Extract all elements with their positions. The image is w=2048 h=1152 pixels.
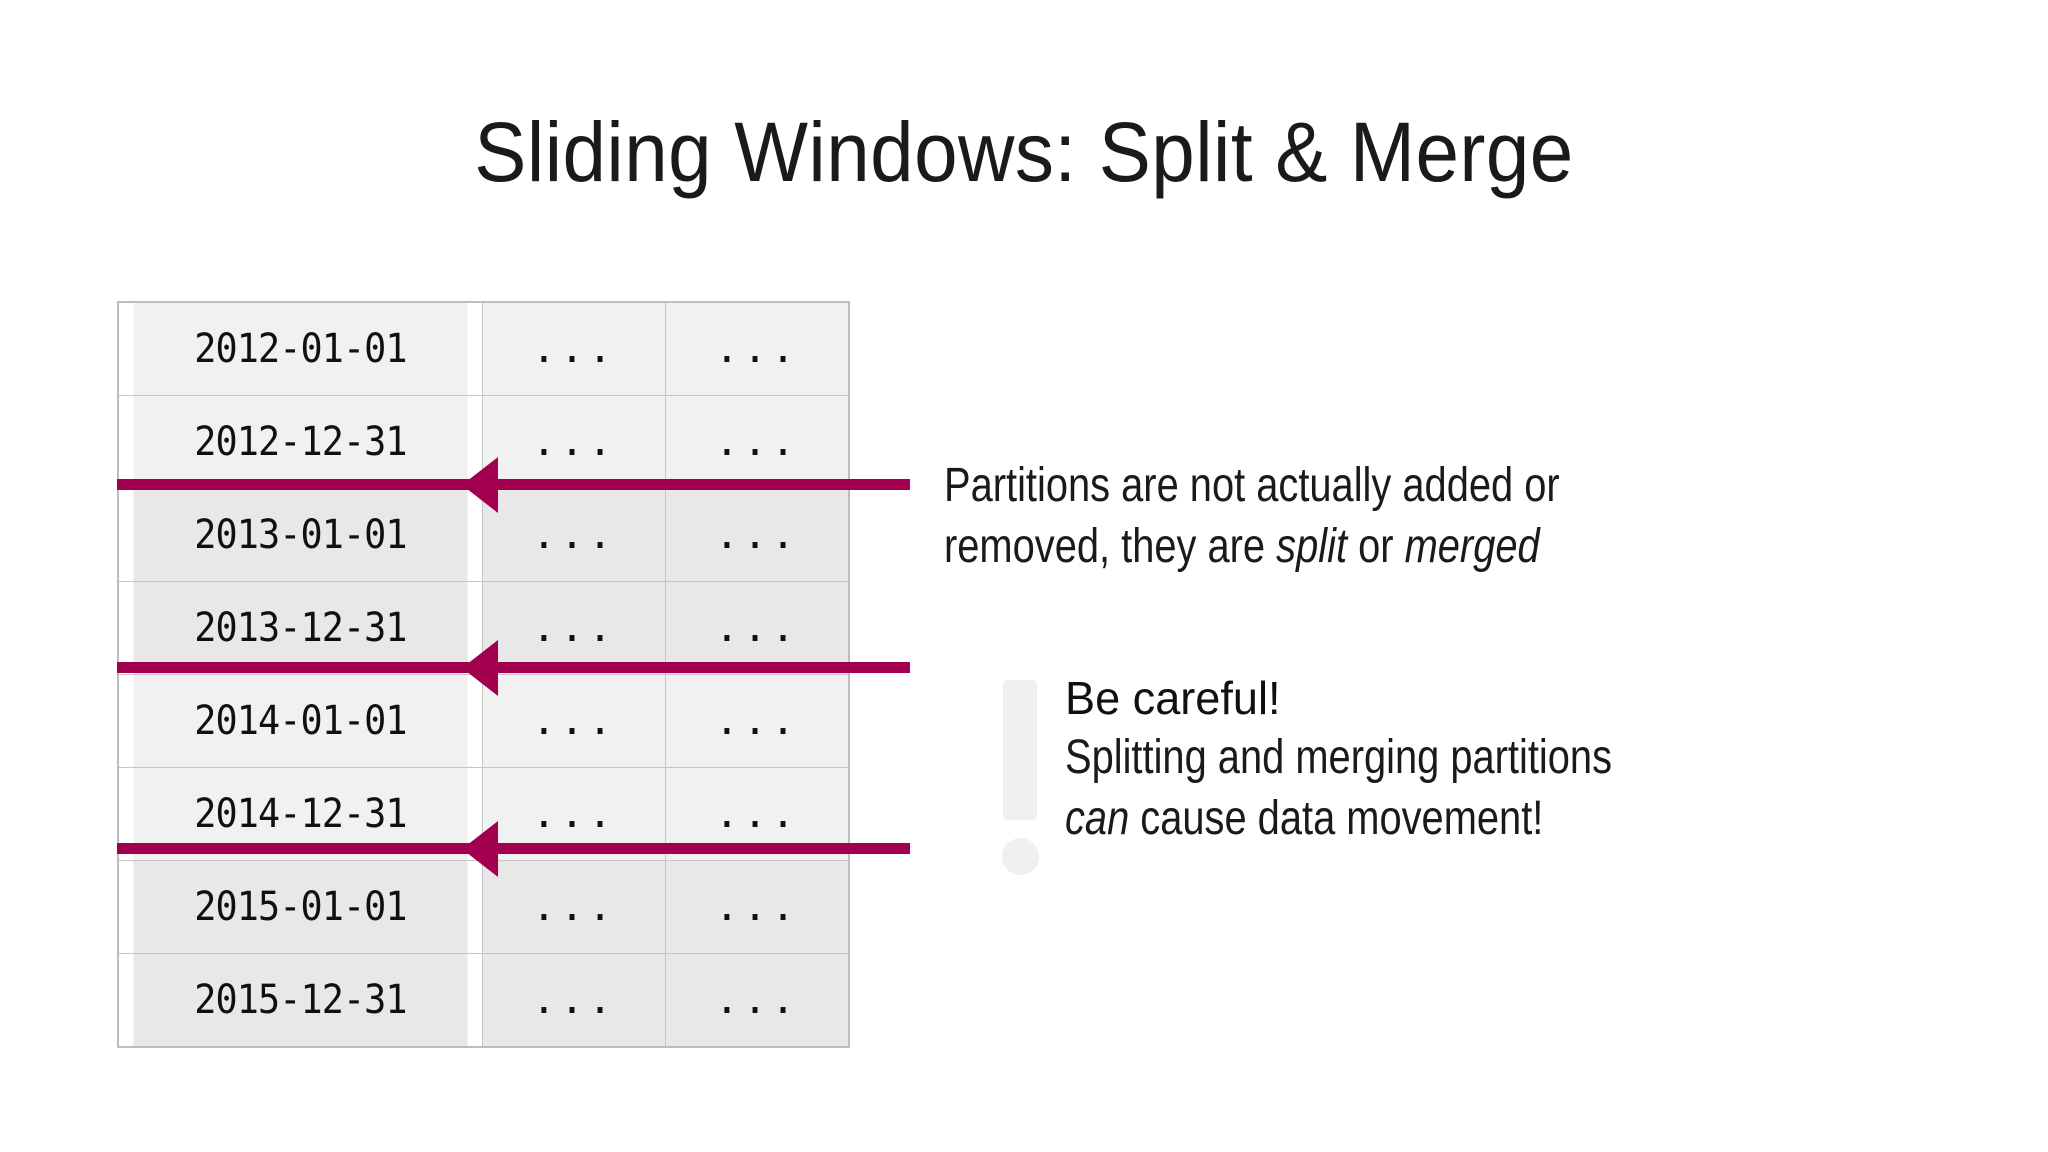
warning-callout-title: Be careful! bbox=[1065, 672, 1281, 724]
table-row[interactable]: 2015-12-31 ... ... bbox=[118, 953, 850, 1048]
table-row[interactable]: 2014-12-31 ... ... bbox=[118, 767, 850, 861]
note-line-2-mid: or bbox=[1347, 520, 1405, 574]
callout-emphasis-can: can bbox=[1065, 792, 1130, 846]
partition-cell-ellipsis: ... bbox=[665, 860, 850, 954]
partition-cell-ellipsis: ... bbox=[482, 767, 666, 861]
partition-cell-ellipsis: ... bbox=[665, 953, 850, 1048]
partition-cell-ellipsis: ... bbox=[482, 674, 666, 768]
partition-table-body: 2012-01-01 ... ... 2012-12-31 ... ... 20… bbox=[118, 301, 850, 1048]
partition-boundary-date: 2014-01-01 bbox=[132, 674, 469, 768]
partition-cell-ellipsis: ... bbox=[665, 301, 850, 396]
note-emphasis-split: split bbox=[1276, 520, 1348, 574]
warning-callout: Be careful! Splitting and merging partit… bbox=[995, 672, 1895, 902]
partition-table: 2012-01-01 ... ... 2012-12-31 ... ... 20… bbox=[117, 301, 850, 1048]
partition-note: Partitions are not actually added or rem… bbox=[944, 455, 1724, 578]
partition-boundary-date: 2015-01-01 bbox=[132, 860, 469, 954]
partition-boundary-date: 2012-01-01 bbox=[132, 301, 469, 396]
partition-cell-ellipsis: ... bbox=[482, 395, 666, 489]
partition-cell-ellipsis: ... bbox=[665, 767, 850, 861]
partition-boundary-date: 2013-12-31 bbox=[132, 581, 469, 675]
warning-callout-text: Splitting and merging partitions can cau… bbox=[1065, 727, 1878, 850]
partition-cell-ellipsis: ... bbox=[482, 581, 666, 675]
table-row[interactable]: 2014-01-01 ... ... bbox=[118, 674, 850, 768]
table-row[interactable]: 2012-01-01 ... ... bbox=[118, 301, 850, 396]
exclamation-mark-icon bbox=[995, 672, 1051, 892]
note-emphasis-merged: merged bbox=[1404, 520, 1540, 574]
partition-cell-ellipsis: ... bbox=[482, 301, 666, 396]
partition-cell-ellipsis: ... bbox=[482, 953, 666, 1048]
partition-cell-ellipsis: ... bbox=[665, 395, 850, 489]
partition-boundary-date: 2014-12-31 bbox=[132, 767, 469, 861]
table-row[interactable]: 2015-01-01 ... ... bbox=[118, 860, 850, 954]
exclamation-bar bbox=[1003, 680, 1037, 820]
table-row[interactable]: 2013-01-01 ... ... bbox=[118, 488, 850, 582]
partition-cell-ellipsis: ... bbox=[665, 674, 850, 768]
callout-line-2-rest: cause data movement! bbox=[1129, 792, 1544, 846]
note-line-2-prefix: removed, they are bbox=[944, 520, 1277, 574]
callout-line-1: Splitting and merging partitions bbox=[1065, 730, 1613, 784]
warning-callout-body: Be careful! Splitting and merging partit… bbox=[1065, 672, 1885, 850]
table-row[interactable]: 2012-12-31 ... ... bbox=[118, 395, 850, 489]
exclamation-dot bbox=[1002, 838, 1039, 875]
partition-cell-ellipsis: ... bbox=[665, 488, 850, 582]
page-title: Sliding Windows: Split & Merge bbox=[474, 105, 1574, 199]
partition-boundary-date: 2012-12-31 bbox=[132, 395, 469, 489]
partition-cell-ellipsis: ... bbox=[482, 860, 666, 954]
partition-boundary-date: 2015-12-31 bbox=[132, 953, 469, 1048]
table-row[interactable]: 2013-12-31 ... ... bbox=[118, 581, 850, 675]
note-line-1: Partitions are not actually added or bbox=[944, 459, 1560, 512]
partition-cell-ellipsis: ... bbox=[482, 488, 666, 582]
partition-boundary-date: 2013-01-01 bbox=[132, 488, 469, 582]
partition-cell-ellipsis: ... bbox=[665, 581, 850, 675]
